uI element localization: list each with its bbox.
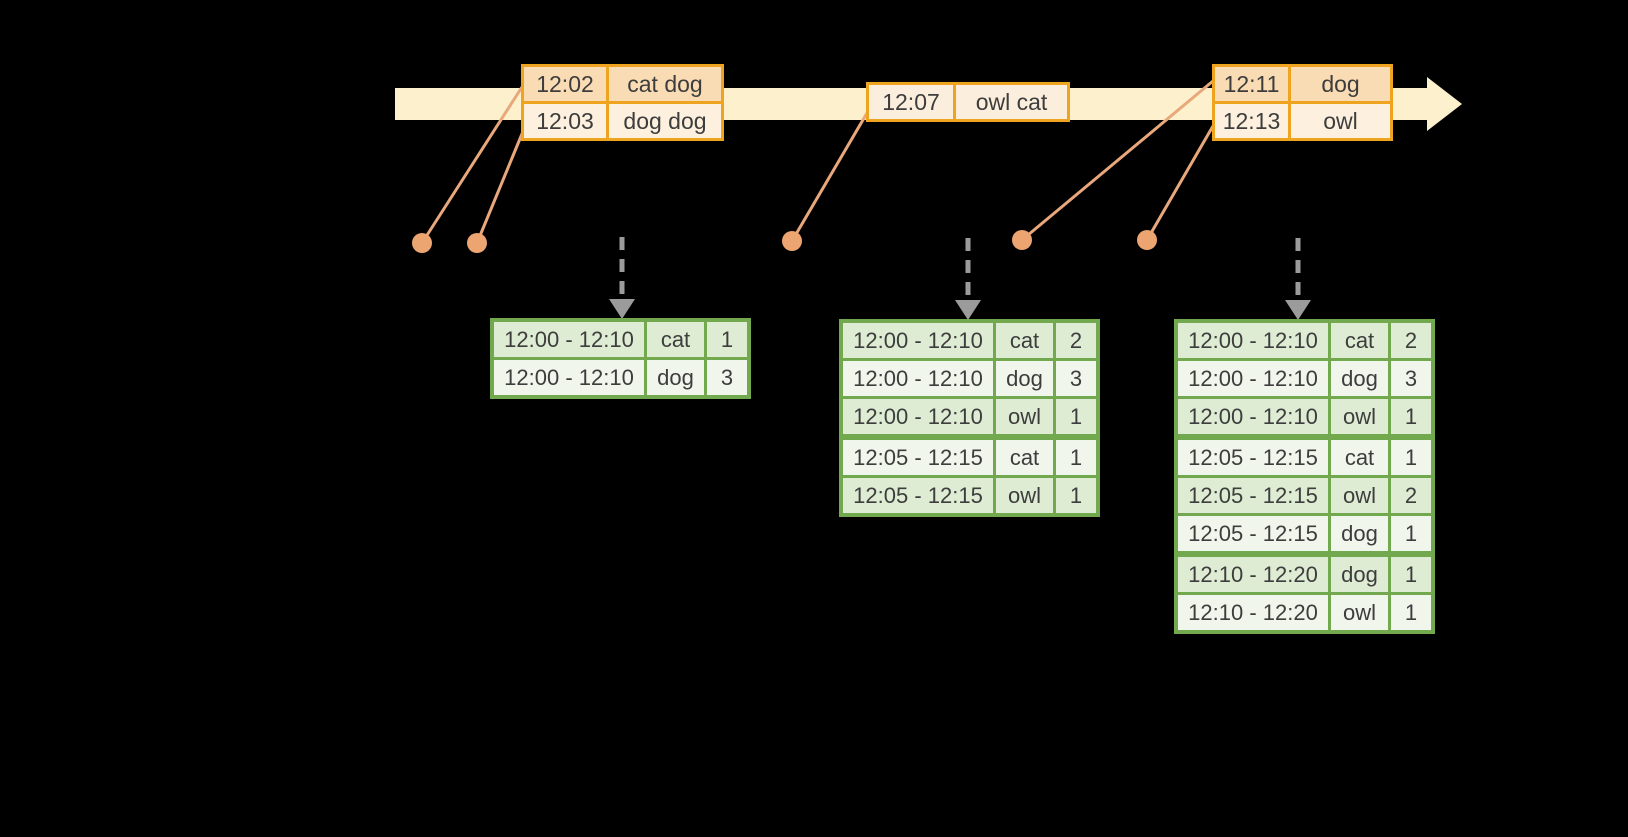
event-dot-icon [782,231,802,251]
result-table-2: 12:00 - 12:10 cat 2 12:00 - 12:10 dog 3 … [839,319,1100,517]
event-dot-icon [1137,230,1157,250]
table-row: 12:05 - 12:15 cat 1 [1178,434,1431,475]
window-cell: 12:05 - 12:15 [1178,516,1328,551]
event-row: 12:02 cat dog [524,67,721,101]
word-cell: dog [1328,557,1388,592]
window-cell: 12:00 - 12:10 [843,323,993,358]
count-cell: 1 [1388,399,1431,434]
event-box-1202-1203: 12:02 cat dog 12:03 dog dog [521,64,724,141]
window-cell: 12:05 - 12:15 [1178,478,1328,513]
table-row: 12:00 - 12:10 cat 2 [1178,323,1431,358]
trigger-arrowhead-icon [955,300,981,320]
word-cell: cat [993,440,1053,475]
word-cell: owl [1328,399,1388,434]
connector-line-1203 [475,128,526,244]
event-dot-icon [1012,230,1032,250]
word-cell: owl [993,478,1053,513]
table-row: 12:00 - 12:10 dog 3 [843,358,1096,396]
count-cell: 1 [1388,440,1431,475]
count-cell: 1 [1388,595,1431,630]
event-box-1207: 12:07 owl cat [866,82,1070,122]
event-box-1211-1213: 12:11 dog 12:13 owl [1212,64,1393,141]
count-cell: 1 [1053,440,1096,475]
event-time: 12:03 [524,104,606,138]
timeline-arrow-icon [1427,77,1462,131]
word-cell: owl [1328,478,1388,513]
table-row: 12:10 - 12:20 owl 1 [1178,592,1431,630]
count-cell: 3 [704,360,747,395]
word-cell: dog [1328,516,1388,551]
word-cell: dog [993,361,1053,396]
count-cell: 1 [1388,516,1431,551]
trigger-arrows [619,237,1301,302]
count-cell: 1 [704,322,747,357]
table-row: 12:00 - 12:10 cat 1 [494,322,747,357]
event-words: dog dog [606,104,721,138]
table-row: 12:05 - 12:15 cat 1 [843,434,1096,475]
event-dots [412,230,1157,253]
table-row: 12:00 - 12:10 owl 1 [1178,396,1431,434]
window-cell: 12:00 - 12:10 [843,361,993,396]
event-row: 12:07 owl cat [869,85,1067,119]
event-words: owl cat [953,85,1067,119]
table-row: 12:10 - 12:20 dog 1 [1178,551,1431,592]
window-cell: 12:05 - 12:15 [843,440,993,475]
window-cell: 12:00 - 12:10 [1178,323,1328,358]
count-cell: 1 [1053,399,1096,434]
window-cell: 12:05 - 12:15 [843,478,993,513]
window-cell: 12:00 - 12:10 [1178,399,1328,434]
count-cell: 1 [1388,557,1431,592]
event-dot-icon [412,233,432,253]
word-cell: dog [644,360,704,395]
word-cell: cat [993,323,1053,358]
connector-line-1202 [420,86,524,244]
table-row: 12:00 - 12:10 cat 2 [843,323,1096,358]
count-cell: 1 [1053,478,1096,513]
count-cell: 3 [1388,361,1431,396]
word-cell: cat [1328,323,1388,358]
connector-line-1211 [1021,79,1214,242]
window-cell: 12:05 - 12:15 [1178,440,1328,475]
table-row: 12:00 - 12:10 dog 3 [1178,358,1431,396]
event-row: 12:13 owl [1215,101,1390,138]
connector-line-1213 [1145,125,1215,241]
event-dot-icon [467,233,487,253]
table-row: 12:00 - 12:10 dog 3 [494,357,747,395]
event-words: owl [1288,104,1390,138]
trigger-arrowheads [609,299,1311,320]
window-cell: 12:10 - 12:20 [1178,557,1328,592]
word-cell: cat [644,322,704,357]
word-cell: owl [1328,595,1388,630]
window-cell: 12:00 - 12:10 [494,322,644,357]
event-row: 12:11 dog [1215,67,1390,101]
table-row: 12:00 - 12:10 owl 1 [843,396,1096,434]
connector-line-1207 [790,112,869,242]
event-words: dog [1288,67,1390,101]
event-row: 12:03 dog dog [524,101,721,138]
event-time: 12:11 [1215,67,1288,101]
trigger-arrowhead-icon [609,299,635,319]
word-cell: cat [1328,440,1388,475]
word-cell: owl [993,399,1053,434]
result-table-1: 12:00 - 12:10 cat 1 12:00 - 12:10 dog 3 [490,318,751,399]
count-cell: 3 [1053,361,1096,396]
window-cell: 12:00 - 12:10 [843,399,993,434]
window-cell: 12:00 - 12:10 [1178,361,1328,396]
trigger-arrowhead-icon [1285,300,1311,320]
count-cell: 2 [1388,478,1431,513]
event-time: 12:13 [1215,104,1288,138]
event-time: 12:02 [524,67,606,101]
table-row: 12:05 - 12:15 owl 1 [843,475,1096,513]
table-row: 12:05 - 12:15 dog 1 [1178,513,1431,551]
event-connector-lines [420,79,1215,244]
count-cell: 2 [1053,323,1096,358]
result-table-3: 12:00 - 12:10 cat 2 12:00 - 12:10 dog 3 … [1174,319,1435,634]
window-cell: 12:00 - 12:10 [494,360,644,395]
event-words: cat dog [606,67,721,101]
event-time: 12:07 [869,85,953,119]
table-row: 12:05 - 12:15 owl 2 [1178,475,1431,513]
window-cell: 12:10 - 12:20 [1178,595,1328,630]
count-cell: 2 [1388,323,1431,358]
word-cell: dog [1328,361,1388,396]
